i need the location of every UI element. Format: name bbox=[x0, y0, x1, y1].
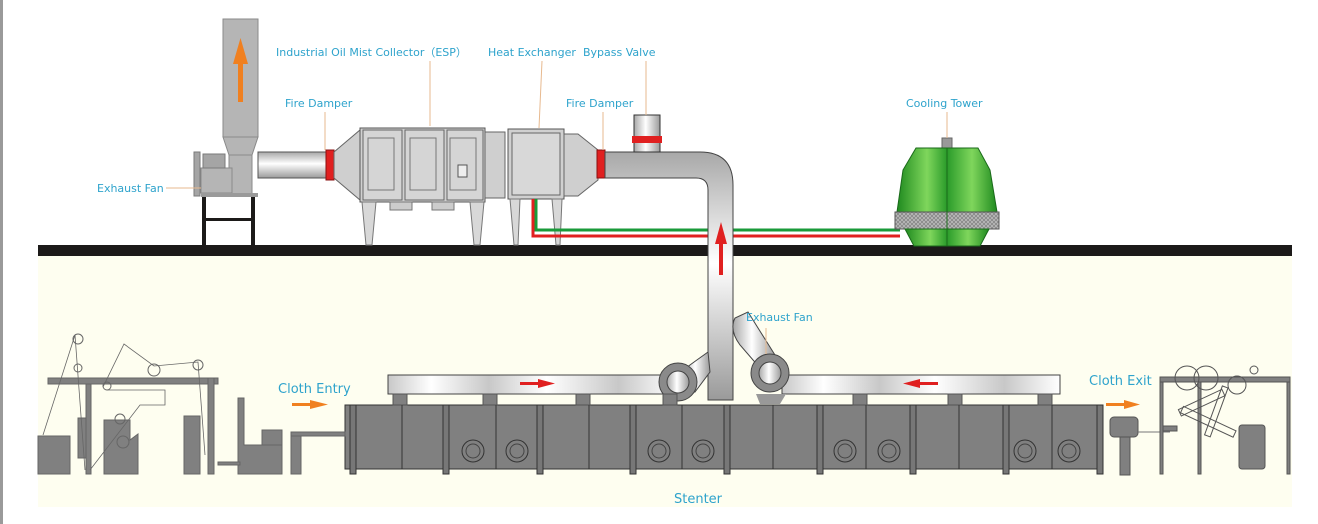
manifold-support bbox=[1037, 393, 1053, 406]
access-port bbox=[1057, 439, 1081, 463]
fire-damper-left bbox=[325, 149, 335, 181]
oil-mist-collector bbox=[333, 127, 506, 246]
section-post bbox=[909, 404, 917, 475]
right-manifold-arrow-left-icon bbox=[903, 379, 938, 388]
stack-arrow-up-icon bbox=[233, 38, 248, 102]
top-exhaust-fan bbox=[193, 151, 258, 247]
access-port-inner bbox=[1061, 443, 1077, 459]
cloth-entry-arrow-right-icon bbox=[292, 400, 328, 409]
label-cloth-exit: Cloth Exit bbox=[1089, 374, 1152, 389]
label-bypass-valve: Bypass Valve bbox=[583, 46, 656, 59]
access-port-inner bbox=[837, 443, 853, 459]
bypass-valve bbox=[632, 114, 662, 153]
section-post bbox=[1096, 404, 1104, 475]
access-port-inner bbox=[465, 443, 481, 459]
leader-heat-exchanger bbox=[538, 60, 543, 129]
heat-exchanger bbox=[507, 128, 599, 246]
access-port-inner bbox=[651, 443, 667, 459]
main-duct bbox=[604, 151, 734, 401]
cooling-tower bbox=[894, 137, 1000, 247]
label-stenter: Stenter bbox=[674, 492, 723, 507]
left-manifold-arrow-right-icon bbox=[520, 379, 555, 388]
access-port bbox=[647, 439, 671, 463]
access-port bbox=[833, 439, 857, 463]
duct-inlet bbox=[257, 151, 329, 179]
cooling-water-pipes bbox=[531, 199, 900, 238]
label-exhaust-fan-bottom: Exhaust Fan bbox=[746, 311, 813, 324]
floor-slab bbox=[38, 245, 1292, 256]
label-heat-exchanger: Heat Exchanger bbox=[488, 46, 576, 59]
access-port-inner bbox=[1017, 443, 1033, 459]
manifold-support bbox=[392, 393, 408, 406]
stenter-chamber bbox=[344, 404, 1101, 470]
section-post bbox=[1002, 404, 1010, 475]
access-port-inner bbox=[881, 443, 897, 459]
cloth-exit-arrow-right-icon bbox=[1106, 400, 1140, 409]
stenter-exhaust-fan-right bbox=[732, 311, 790, 404]
label-fire-damper-left: Fire Damper bbox=[285, 97, 353, 110]
cloth-entry-machinery bbox=[37, 333, 346, 475]
access-port bbox=[877, 439, 901, 463]
label-fire-damper-right: Fire Damper bbox=[566, 97, 634, 110]
access-port bbox=[505, 439, 529, 463]
manifold-support bbox=[852, 393, 868, 406]
access-port-inner bbox=[509, 443, 525, 459]
manifold-support bbox=[662, 393, 678, 406]
label-exhaust-fan-top: Exhaust Fan bbox=[97, 182, 164, 195]
section-post bbox=[816, 404, 824, 475]
stenter-body bbox=[344, 393, 1104, 475]
access-port bbox=[1013, 439, 1037, 463]
access-port bbox=[691, 439, 715, 463]
section-post bbox=[349, 404, 357, 475]
label-cloth-entry: Cloth Entry bbox=[278, 382, 351, 397]
section-post bbox=[536, 404, 544, 475]
access-port-inner bbox=[695, 443, 711, 459]
manifold-support bbox=[482, 393, 498, 406]
stenter-exhaust-fan-left bbox=[658, 351, 711, 402]
riser-arrow-up-icon bbox=[715, 222, 727, 275]
section-post bbox=[442, 404, 450, 475]
cloth-exit-machinery bbox=[1109, 365, 1291, 476]
label-oil-mist-collector: Industrial Oil Mist Collector（ESP） bbox=[276, 46, 467, 59]
access-port bbox=[461, 439, 485, 463]
fire-damper-right bbox=[596, 149, 606, 179]
label-cooling-tower: Cooling Tower bbox=[906, 97, 983, 110]
manifold-support bbox=[575, 393, 591, 406]
left-border bbox=[0, 0, 3, 524]
section-post bbox=[629, 404, 637, 475]
manifold-support bbox=[947, 393, 963, 406]
section-post bbox=[723, 404, 731, 475]
